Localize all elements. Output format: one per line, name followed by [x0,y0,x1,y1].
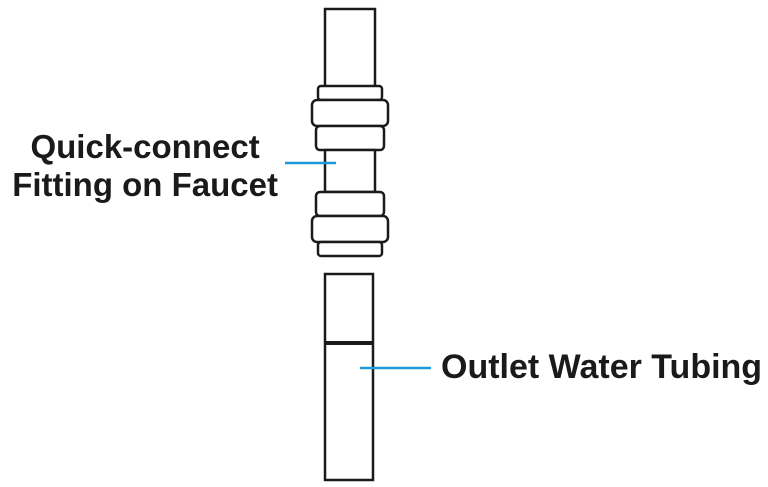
fitting-label: Quick-connect Fitting on Faucet [12,128,278,204]
fitting-label-line2: Fitting on Faucet [12,166,278,203]
quick-connect-fitting [310,84,390,258]
faucet-stem [323,7,377,97]
tubing-label: Outlet Water Tubing [441,348,763,386]
outlet-water-tubing [323,272,375,482]
fitting-label-line1: Quick-connect [30,128,260,165]
